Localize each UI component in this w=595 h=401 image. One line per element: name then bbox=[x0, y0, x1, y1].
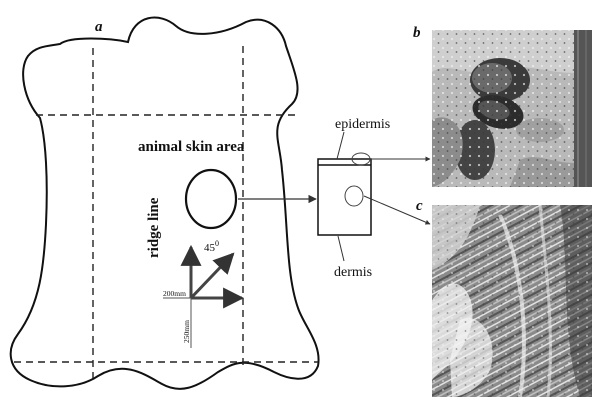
panel-label-a: a bbox=[95, 19, 103, 35]
angle-label: 450 bbox=[204, 239, 219, 254]
animal-hide-outline bbox=[11, 18, 319, 389]
ridge-line-label: ridge line bbox=[146, 197, 162, 258]
dim-vertical-label: 250mm bbox=[182, 320, 191, 343]
epidermis-label: epidermis bbox=[335, 117, 390, 132]
dim-horizontal-label: 200mm bbox=[163, 289, 186, 298]
dermis-micrograph bbox=[432, 205, 592, 397]
dermis-leader bbox=[338, 236, 344, 261]
epidermis-leader bbox=[337, 132, 344, 159]
animal-skin-area-label: animal skin area bbox=[138, 139, 245, 155]
skin-cross-section bbox=[318, 153, 371, 235]
panel-label-b: b bbox=[413, 25, 421, 41]
panel-label-c: c bbox=[416, 198, 423, 214]
epidermis-micrograph bbox=[432, 30, 592, 187]
dermis-label: dermis bbox=[334, 265, 372, 280]
sampling-circle bbox=[186, 170, 236, 228]
